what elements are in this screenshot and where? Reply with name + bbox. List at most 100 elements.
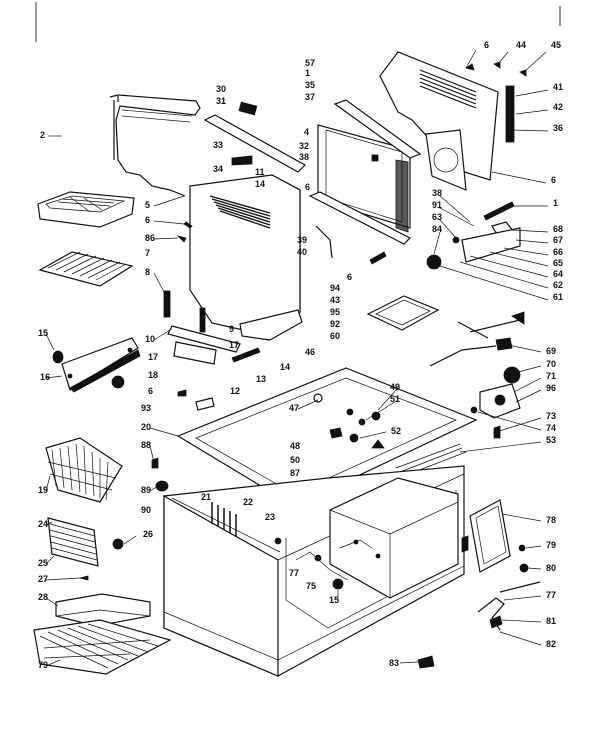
callout-number: 47 (289, 403, 299, 413)
cabinet-front (163, 494, 279, 677)
callout-number: 74 (546, 423, 556, 433)
callout-number: 93 (141, 403, 151, 413)
callout-number: 28 (38, 592, 48, 602)
callout-number: 26 (143, 529, 153, 539)
cabinet-wall-wiring (295, 539, 373, 581)
evaporator-tubing (113, 96, 119, 160)
callout-number: 75 (306, 581, 316, 591)
power-cord (429, 319, 521, 367)
compressor-step (329, 501, 459, 598)
callout-number: 88 (141, 440, 151, 450)
callout-number: 45 (551, 40, 561, 50)
drip-tray (45, 195, 126, 213)
evaporator-tubing (109, 94, 201, 197)
back-cover-louvers (419, 69, 477, 109)
cord-plug (511, 311, 525, 325)
evaporator-tubing (121, 109, 193, 123)
callout-number: 32 (299, 141, 309, 151)
callout-number: 38 (432, 188, 442, 198)
drip-tray (37, 191, 135, 228)
clip (195, 397, 215, 411)
callout-number: 86 (145, 233, 155, 243)
callout-number: 13 (256, 374, 266, 384)
callout-number: 19 (38, 485, 48, 495)
wire-connector (489, 615, 503, 629)
wire-shelf-grid (47, 251, 127, 281)
screw (465, 63, 475, 71)
callout-number: 48 (290, 441, 300, 451)
callout-number: 41 (553, 82, 563, 92)
callout-number: 96 (546, 383, 556, 393)
callout-number: 43 (330, 295, 340, 305)
callout-number: 51 (390, 394, 400, 404)
callout-number: 6 (145, 215, 150, 225)
louver-guard-slats (49, 523, 98, 561)
cabinet-screw (375, 553, 381, 559)
callout-number: 78 (546, 515, 556, 525)
bracket-clip (231, 155, 253, 166)
callout-number: 14 (280, 362, 290, 372)
callout-number: 31 (216, 96, 226, 106)
callout-number: 67 (553, 235, 563, 245)
leader-lines (45, 49, 549, 667)
cabinet-screw (314, 554, 322, 562)
screw (176, 235, 187, 243)
hinge-pin (231, 347, 261, 363)
callout-number: 27 (38, 574, 48, 584)
callout-number: 21 (201, 492, 211, 502)
screw (79, 575, 89, 581)
callout-number: 70 (546, 359, 556, 369)
screw (199, 307, 206, 333)
wire (499, 581, 541, 593)
callout-number: 17 (148, 352, 158, 362)
cabinet-screw (353, 539, 359, 545)
callout-number: 73 (546, 411, 556, 421)
callout-number: 53 (546, 435, 556, 445)
callout-number: 64 (553, 269, 563, 279)
callout-number: 69 (546, 346, 556, 356)
callout-number: 66 (553, 247, 563, 257)
callout-number: 22 (243, 497, 253, 507)
front-grille (61, 337, 139, 391)
bottom-rack-wires (39, 623, 159, 669)
divider-panel (55, 609, 151, 617)
grille-screw (127, 347, 133, 353)
callout-number: 49 (390, 382, 400, 392)
screw (519, 563, 529, 573)
callout-number: 68 (553, 224, 563, 234)
motor (503, 366, 521, 384)
callout-number: 15 (38, 328, 48, 338)
lid-gasket-inner (195, 377, 457, 495)
top-rail (203, 114, 306, 173)
fan-shroud (425, 129, 467, 191)
callout-number: 46 (305, 347, 315, 357)
callout-number: 11 (255, 167, 265, 177)
cabinet-base-line (163, 565, 465, 661)
hinge-rail (167, 325, 241, 353)
hinge-bar (173, 341, 217, 365)
drain-pan (366, 295, 440, 331)
heater-element (369, 251, 387, 265)
callout-number: 4 (304, 127, 309, 137)
callout-number: 79 (546, 540, 556, 550)
screw (151, 457, 159, 469)
compressor-step (329, 477, 459, 599)
callout-number: 2 (40, 130, 45, 140)
side-strip (505, 85, 515, 143)
callout-number: 44 (516, 40, 526, 50)
callout-number: 65 (553, 258, 563, 268)
spring (483, 201, 515, 221)
screw (452, 236, 460, 244)
rear-panel-louvers (209, 195, 271, 229)
callout-number: 6 (347, 272, 352, 282)
back-cover (379, 51, 499, 181)
callout-number: 34 (213, 164, 223, 174)
callout-number: 60 (330, 331, 340, 341)
callout-number: 94 (330, 283, 340, 293)
access-panel (475, 505, 507, 565)
callout-number: 89 (141, 485, 151, 495)
callout-number: 18 (148, 370, 158, 380)
louver-knob (112, 538, 124, 550)
